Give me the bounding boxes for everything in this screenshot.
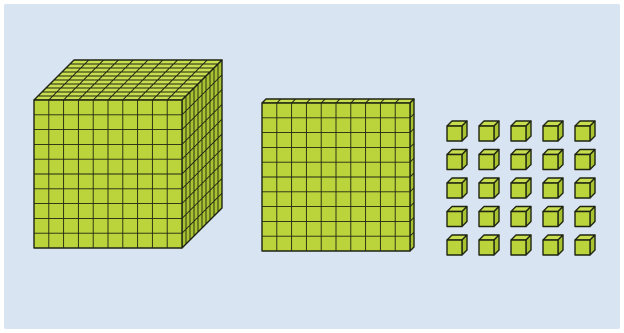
unit-cube [511, 150, 531, 170]
unit-cube-front-face [479, 155, 494, 170]
unit-cube [447, 121, 467, 141]
unit-cube-front-face [543, 183, 558, 198]
unit-cube [575, 207, 595, 227]
unit-cube [543, 235, 563, 255]
unit-cube [447, 150, 467, 170]
unit-cube [575, 150, 595, 170]
unit-cube-front-face [543, 240, 558, 255]
unit-cube [543, 150, 563, 170]
unit-cube [511, 121, 531, 141]
unit-cube [479, 207, 499, 227]
unit-cube-front-face [543, 212, 558, 227]
unit-cube-front-face [511, 212, 526, 227]
unit-cube-front-face [575, 212, 590, 227]
unit-cube-front-face [575, 126, 590, 141]
unit-cube [575, 178, 595, 198]
unit-cube-front-face [575, 240, 590, 255]
hundred-flat [262, 99, 414, 251]
unit-cube-front-face [479, 212, 494, 227]
unit-cube-front-face [543, 155, 558, 170]
unit-cube [511, 235, 531, 255]
unit-cube [447, 207, 467, 227]
unit-cube-front-face [511, 240, 526, 255]
unit-cube-front-face [479, 240, 494, 255]
unit-cube-front-face [575, 183, 590, 198]
unit-cube [575, 121, 595, 141]
base-ten-blocks-diagram [4, 4, 620, 329]
unit-cube-front-face [447, 155, 462, 170]
unit-cube [479, 235, 499, 255]
unit-cube [447, 178, 467, 198]
unit-cube-front-face [479, 126, 494, 141]
unit-cube-front-face [447, 126, 462, 141]
unit-cube-front-face [511, 155, 526, 170]
unit-cube [543, 178, 563, 198]
unit-cube [447, 235, 467, 255]
unit-cube [511, 207, 531, 227]
diagram-background [4, 4, 620, 329]
unit-cube-front-face [479, 183, 494, 198]
unit-cube-front-face [575, 155, 590, 170]
unit-cube [575, 235, 595, 255]
unit-cube-front-face [543, 126, 558, 141]
unit-cube-front-face [511, 126, 526, 141]
unit-cube [543, 207, 563, 227]
unit-cube [543, 121, 563, 141]
unit-cube-front-face [447, 183, 462, 198]
thousand-cube [34, 60, 222, 248]
unit-cube-front-face [447, 212, 462, 227]
unit-cube [479, 178, 499, 198]
unit-cube-front-face [511, 183, 526, 198]
unit-cube [479, 150, 499, 170]
unit-cube-front-face [447, 240, 462, 255]
unit-cube [479, 121, 499, 141]
unit-cube [511, 178, 531, 198]
unit-cubes-grid [447, 121, 595, 255]
